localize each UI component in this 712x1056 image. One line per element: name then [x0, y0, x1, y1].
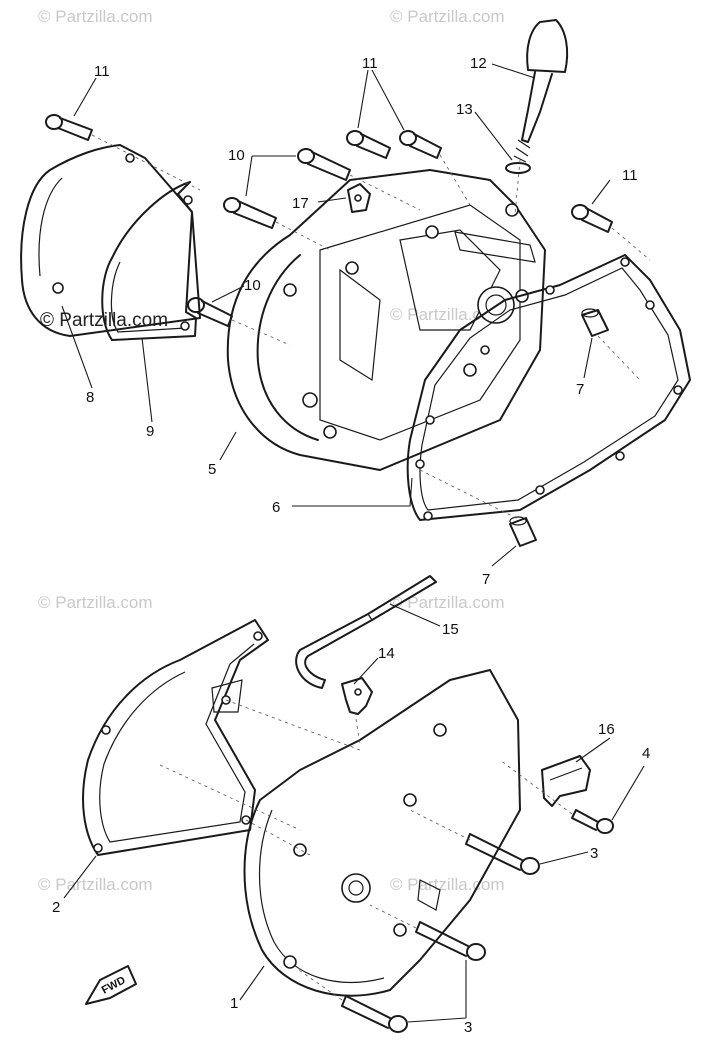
- part-15-hose: [295, 575, 437, 689]
- bolt-11-right: [571, 204, 613, 233]
- part-5-crankcase-cover: [226, 169, 546, 471]
- callout-11a: 11: [94, 63, 110, 80]
- callout-9: 9: [146, 423, 154, 440]
- part-13-oring: [505, 162, 531, 174]
- watermark: © Partzilla.com: [390, 875, 505, 894]
- callout-7a: 7: [576, 381, 584, 398]
- callout-3b: 3: [464, 1019, 472, 1036]
- bolt-10-b: [223, 197, 277, 229]
- callout-1: 1: [230, 995, 238, 1012]
- callout-7b: 7: [482, 571, 490, 588]
- bolt-10-a: [297, 148, 351, 181]
- bolt-11-left: [45, 114, 93, 141]
- callout-11b: 11: [362, 55, 378, 72]
- part-9-gasket: [101, 181, 197, 341]
- leader-lines: [61, 63, 645, 1023]
- callout-3a: 3: [590, 845, 598, 862]
- part-2-gasket: [82, 619, 269, 856]
- watermark: © Partzilla.com: [38, 7, 153, 26]
- part-12-plug: [513, 19, 569, 163]
- watermark: © Partzilla.com: [38, 593, 153, 612]
- callout-10a: 10: [228, 147, 245, 164]
- callout-4: 4: [642, 745, 650, 762]
- fwd-arrow: FWD: [85, 965, 137, 1005]
- part-14-fitting: [341, 677, 373, 715]
- callout-6: 6: [272, 499, 280, 516]
- part-6-large-gasket: [406, 254, 691, 521]
- bolt-11-mid-b: [399, 130, 442, 159]
- callout-17: 17: [292, 195, 309, 212]
- callout-12: 12: [470, 55, 487, 72]
- callout-13: 13: [456, 101, 473, 118]
- part-7-dowel-lower: [509, 516, 537, 547]
- callout-8: 8: [86, 389, 94, 406]
- callout-numbers: 1 2 3 3 4 5 6 7 7 8 9 10 10 11 11 11 12 …: [52, 55, 650, 1036]
- part-16-clamp: [541, 755, 591, 807]
- watermark: © Partzilla.com: [390, 7, 505, 26]
- part-4-screw: [571, 809, 614, 834]
- callout-16: 16: [598, 721, 615, 738]
- bolts-upper: [45, 114, 613, 327]
- callout-15: 15: [442, 621, 459, 638]
- bolt-10-c: [187, 297, 233, 327]
- callout-5: 5: [208, 461, 216, 478]
- bolt-11-mid-a: [346, 130, 391, 159]
- watermark: © Partzilla.com: [390, 593, 505, 612]
- callout-2: 2: [52, 899, 60, 916]
- part-17-fitting: [347, 183, 371, 213]
- bolt-3-c: [341, 995, 408, 1033]
- part-3-bolts: [341, 833, 540, 1033]
- callout-10b: 10: [244, 277, 261, 294]
- callout-11c: 11: [622, 167, 638, 184]
- watermark: © Partzilla.com: [38, 875, 153, 894]
- alignment-lines-lower: [159, 699, 573, 1001]
- watermarks: © Partzilla.com © Partzilla.com © Partzi…: [38, 7, 505, 894]
- alignment-lines-upper: [91, 134, 651, 521]
- callout-14: 14: [378, 645, 395, 662]
- part-1-cover: [243, 669, 521, 997]
- part-7-dowel-upper: [581, 308, 609, 337]
- part-8-cover: [20, 144, 201, 337]
- bolt-3-b: [415, 921, 486, 961]
